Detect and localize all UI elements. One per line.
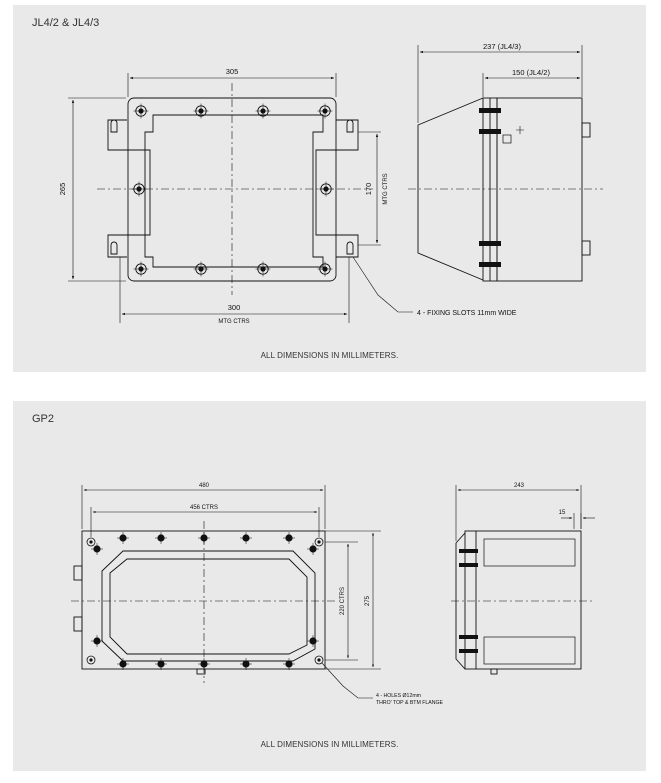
dim-depth-237: 237 (JL4/3) [483, 42, 521, 51]
drawing-panel-gp2: GP2 [13, 401, 646, 771]
dim-width-305: 305 [226, 67, 239, 76]
drawing-panel-jl4: JL4/2 & JL4/3 [13, 5, 646, 372]
holes-callout-line1: 4 - HOLES Ø12mm [376, 693, 421, 699]
dim-height-275: 275 [365, 595, 371, 606]
gp2-centre-lines [71, 521, 593, 683]
fixing-slots-callout: 4 - FIXING SLOTS 11mm WIDE [417, 310, 517, 317]
dim-mtg-height-170: 170 [364, 183, 373, 196]
dim-mtg-width-label: MTG CTRS [218, 319, 249, 325]
gp2-front-dimensions [81, 485, 381, 699]
dim-hole-ctrs-456: 456 CTRS [190, 505, 218, 511]
gp2-front-dim-labels: 480 456 CTRS 220 CTRS 275 4 - HOLES Ø12m… [190, 483, 444, 706]
jl4-side-bolts [479, 108, 501, 267]
dim-mtg-height-label: MTG CTRS [383, 173, 389, 204]
gp2-drawing: 480 456 CTRS 220 CTRS 275 4 - HOLES Ø12m… [71, 483, 595, 706]
panel-title: JL4/2 & JL4/3 [32, 17, 100, 29]
panel-title: GP2 [32, 413, 55, 425]
dim-depth-243: 243 [514, 483, 525, 489]
jl4-front-view [107, 97, 359, 282]
gp2-side-view [455, 530, 582, 675]
dim-flange-15: 15 [559, 510, 566, 516]
jl4-centre-lines [97, 83, 603, 295]
jl4-lid-bolts [131, 103, 334, 277]
dim-mtg-width-300: 300 [228, 303, 241, 312]
dimensions-note: ALL DIMENSIONS IN MILLIMETERS. [260, 740, 399, 749]
dim-height-265: 265 [58, 183, 67, 196]
jl4-front-dim-labels: 305 265 170 MTG CTRS 300 MTG CTRS 4 - FI… [58, 67, 517, 325]
jl4-side-dimensions [417, 45, 583, 123]
jl4-side-view [417, 97, 591, 282]
dim-hole-v-ctrs-220: 220 CTRS [340, 587, 346, 615]
gp2-front-view [73, 530, 326, 675]
holes-callout-line2: THRO' TOP & BTM FLANGE [376, 700, 444, 706]
dim-depth-150: 150 (JL4/2) [512, 68, 550, 77]
dim-width-480: 480 [199, 483, 210, 489]
gp2-side-dimensions [455, 485, 595, 541]
jl4-front-dimensions [68, 73, 413, 323]
gp2-side-bolts [459, 549, 478, 653]
dimensions-note: ALL DIMENSIONS IN MILLIMETERS. [260, 351, 399, 360]
jl4-drawing: 305 265 170 MTG CTRS 300 MTG CTRS 4 - FI… [58, 42, 603, 325]
